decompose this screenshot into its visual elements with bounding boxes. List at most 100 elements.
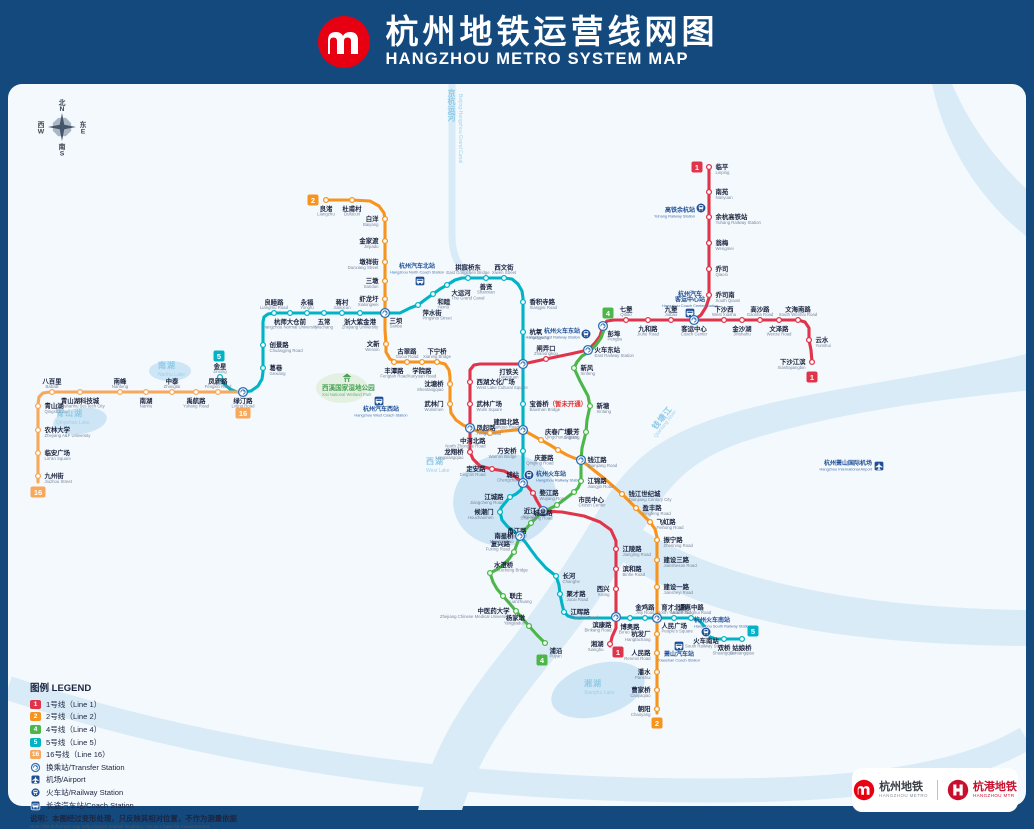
station-dot[interactable] <box>705 239 713 247</box>
station-dot[interactable] <box>552 572 560 580</box>
station-dot[interactable] <box>586 402 594 410</box>
station-dot[interactable] <box>653 583 661 591</box>
station-dot[interactable] <box>529 489 537 497</box>
station-dot[interactable] <box>632 504 640 512</box>
station-dot[interactable] <box>142 388 150 396</box>
station-dot[interactable] <box>506 493 514 501</box>
station-dot[interactable] <box>348 196 356 204</box>
station-dot[interactable] <box>738 635 746 643</box>
station-dot[interactable] <box>527 519 535 527</box>
station-dot[interactable] <box>612 565 620 573</box>
station-dot[interactable] <box>466 448 474 456</box>
station-dot[interactable] <box>794 316 802 324</box>
station-baoshan-bridge[interactable]: 宝善桥（暂未开通）Baoshan Bridge <box>519 399 587 412</box>
station-dot[interactable] <box>464 274 472 282</box>
station-dot[interactable] <box>356 309 364 317</box>
station-dot[interactable] <box>403 358 411 366</box>
station-dot[interactable] <box>433 358 441 366</box>
station-dot[interactable] <box>808 358 816 366</box>
station-dot[interactable] <box>418 358 426 366</box>
station-dot[interactable] <box>34 402 42 410</box>
station-dot[interactable] <box>519 328 527 336</box>
station-dot[interactable] <box>286 309 294 317</box>
station-dot[interactable] <box>653 536 661 544</box>
station-dot[interactable] <box>390 358 398 366</box>
station-dot[interactable] <box>338 309 346 317</box>
station-dot[interactable] <box>606 640 614 648</box>
station-dot[interactable] <box>519 400 527 408</box>
station-dot[interactable] <box>622 316 630 324</box>
station-dot[interactable] <box>653 668 661 676</box>
station-dot[interactable] <box>214 388 222 396</box>
station-dot[interactable] <box>541 639 549 647</box>
station-dot[interactable] <box>705 163 713 171</box>
station-dot[interactable] <box>303 309 311 317</box>
station-dot[interactable] <box>446 380 454 388</box>
station-dot[interactable] <box>687 614 695 622</box>
station-dot[interactable] <box>482 274 490 282</box>
station-dot[interactable] <box>486 429 494 437</box>
station-dot[interactable] <box>570 488 578 496</box>
station-dot[interactable] <box>466 378 474 386</box>
station-dot[interactable] <box>577 477 585 485</box>
station-dot[interactable] <box>76 388 84 396</box>
station-dot[interactable] <box>705 291 713 299</box>
station-dot[interactable] <box>653 686 661 694</box>
station-dot[interactable] <box>641 614 649 622</box>
station-dot[interactable] <box>805 336 813 344</box>
station-dot[interactable] <box>570 364 578 372</box>
station-dot[interactable] <box>446 400 454 408</box>
station-dot[interactable] <box>259 364 267 372</box>
